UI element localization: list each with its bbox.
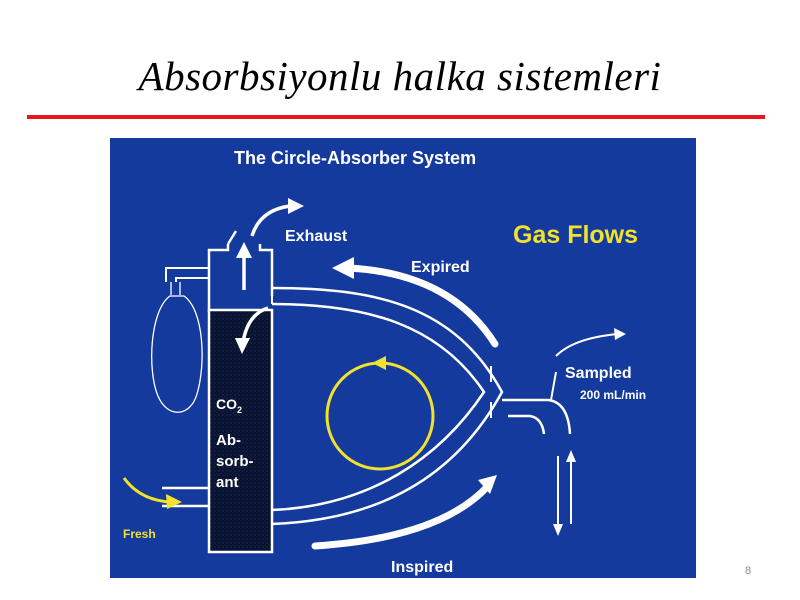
exhaust-out-arrowhead bbox=[288, 198, 304, 214]
sampled-label: Sampled bbox=[565, 365, 632, 382]
absorbent-label-line1: Ab- bbox=[216, 432, 241, 449]
exhaust-valve-flap bbox=[226, 230, 238, 245]
page-number: 8 bbox=[744, 565, 752, 577]
sampled-arrowhead bbox=[614, 328, 626, 340]
inspired-label: Inspired bbox=[391, 559, 453, 576]
expired-arrow bbox=[344, 264, 499, 348]
bag-connector-tube bbox=[165, 267, 209, 282]
sampled-rate-label: 200 mL/min bbox=[580, 388, 646, 402]
fresh-label: Fresh bbox=[123, 527, 156, 541]
expired-label: Expired bbox=[411, 259, 470, 276]
patient-flow-arrowhead bbox=[566, 450, 576, 462]
expired-arrowhead bbox=[332, 257, 354, 279]
sample-line bbox=[550, 371, 557, 401]
exhaust-out-arrow bbox=[250, 204, 291, 237]
exhaust-label: Exhaust bbox=[285, 228, 348, 245]
fresh-gas-arrow bbox=[122, 477, 171, 504]
patient-flow-arrowhead bbox=[553, 524, 563, 536]
valve-housing bbox=[207, 244, 230, 312]
slide-title: Absorbsiyonlu halka sistemleri bbox=[138, 53, 662, 99]
circle-absorber-diagram: The Circle-Absorber System Gas Flows CO2… bbox=[110, 138, 696, 578]
sampled-arrow bbox=[555, 333, 619, 357]
diagram-background bbox=[110, 138, 696, 578]
reservoir-bag bbox=[151, 295, 203, 413]
gas-flows-title: Gas Flows bbox=[513, 221, 638, 249]
absorbent-label-line3: ant bbox=[216, 474, 239, 491]
exhaust-up-arrowhead bbox=[236, 242, 252, 258]
breathing-tube-outer bbox=[271, 286, 504, 526]
title-rule bbox=[27, 115, 765, 119]
absorber-inflow-arrowhead bbox=[235, 338, 250, 354]
bag-connector-tube bbox=[175, 277, 209, 282]
inspired-arrow bbox=[311, 482, 492, 550]
absorber-inflow-arrow bbox=[241, 306, 269, 343]
breathing-tube-inner bbox=[271, 302, 486, 512]
y-piece-tube bbox=[547, 398, 572, 435]
diagram-heading: The Circle-Absorber System bbox=[234, 148, 476, 168]
inspired-arrowhead bbox=[478, 475, 497, 494]
co2-label: CO2 bbox=[216, 396, 242, 415]
valve-housing bbox=[258, 244, 274, 296]
circulation-loop-arrowhead bbox=[372, 356, 386, 370]
absorbent-label-line2: sorb- bbox=[216, 453, 254, 470]
fresh-gas-arrowhead bbox=[166, 494, 182, 509]
y-piece-tube bbox=[508, 414, 546, 435]
